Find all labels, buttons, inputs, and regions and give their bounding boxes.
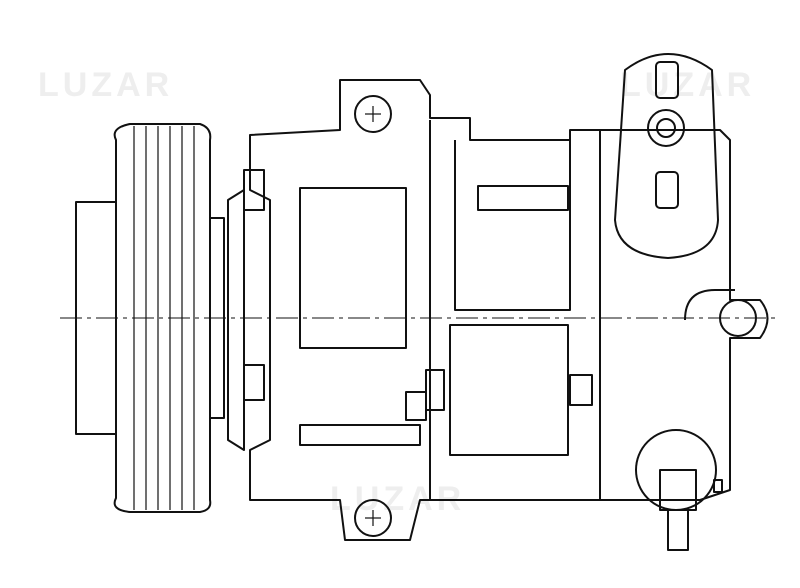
clutch xyxy=(227,169,265,451)
watermark-logo-right: LUZAR xyxy=(620,66,756,104)
front-housing xyxy=(249,79,610,541)
mount-boss-bottom xyxy=(354,499,392,537)
mount-boss-top xyxy=(354,95,392,133)
rear-head xyxy=(600,129,769,501)
electrical-connector xyxy=(635,429,723,551)
watermark-logo-left: LUZAR xyxy=(38,66,174,104)
mount-boss-right xyxy=(719,299,757,337)
pulley xyxy=(75,123,225,513)
service-port-plate xyxy=(614,53,719,259)
